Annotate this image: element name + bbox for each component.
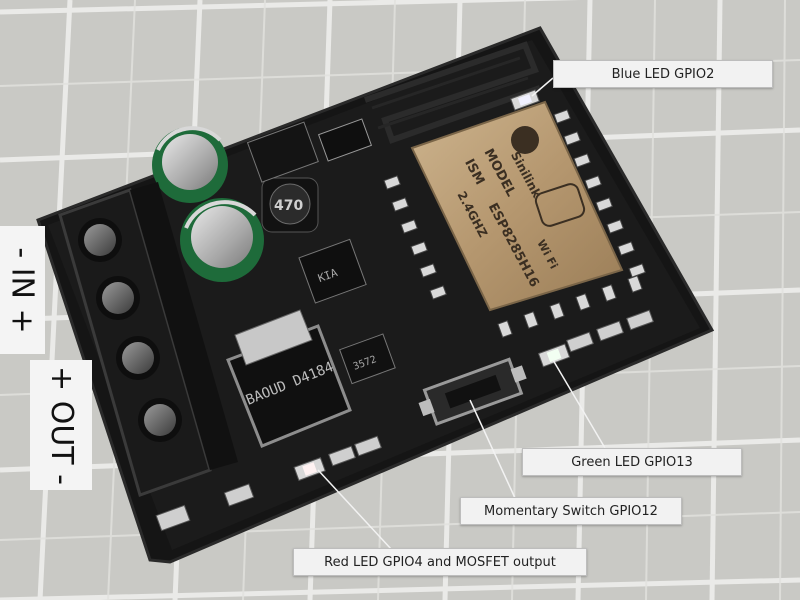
callout-green-led-text: Green LED GPIO13 bbox=[571, 454, 693, 470]
smd-leds-row bbox=[566, 309, 654, 353]
small-ic: 3572 bbox=[339, 333, 396, 385]
module-pads bbox=[383, 109, 646, 338]
callout-red-led-text: Red LED GPIO4 and MOSFET output bbox=[324, 554, 556, 570]
top-ic bbox=[246, 121, 319, 183]
inductor: 470 bbox=[261, 177, 319, 233]
capacitor-2 bbox=[180, 198, 264, 282]
callout-green-led: Green LED GPIO13 bbox=[522, 448, 742, 476]
momentary-switch bbox=[418, 357, 527, 426]
mosfet-package: BAOUD D4184 bbox=[226, 309, 352, 448]
diode-top bbox=[317, 118, 373, 162]
red-led bbox=[293, 457, 326, 482]
callout-switch-text: Momentary Switch GPIO12 bbox=[484, 503, 658, 519]
smd-resistors-bottom bbox=[155, 435, 382, 532]
antenna-trace bbox=[364, 41, 541, 144]
in-terminal-label: - IN + bbox=[0, 226, 45, 354]
callout-leaders bbox=[317, 77, 606, 551]
capacitor-1 bbox=[152, 126, 228, 203]
out-terminal-label: + OUT - bbox=[30, 360, 92, 490]
terminal-screws bbox=[78, 218, 182, 442]
esp-module-shield bbox=[410, 100, 624, 312]
inductor-text: 470 bbox=[274, 198, 303, 214]
green-led bbox=[537, 343, 571, 368]
callout-switch: Momentary Switch GPIO12 bbox=[460, 497, 682, 525]
kia-ic: KIA bbox=[298, 238, 367, 304]
screw-terminal-block bbox=[58, 182, 238, 497]
callout-blue-led-text: Blue LED GPIO2 bbox=[611, 66, 715, 82]
module-logo-icon bbox=[511, 126, 539, 154]
callout-blue-led: Blue LED GPIO2 bbox=[553, 60, 773, 88]
callout-red-led: Red LED GPIO4 and MOSFET output bbox=[293, 548, 587, 576]
wifi-logo-box bbox=[534, 183, 586, 227]
